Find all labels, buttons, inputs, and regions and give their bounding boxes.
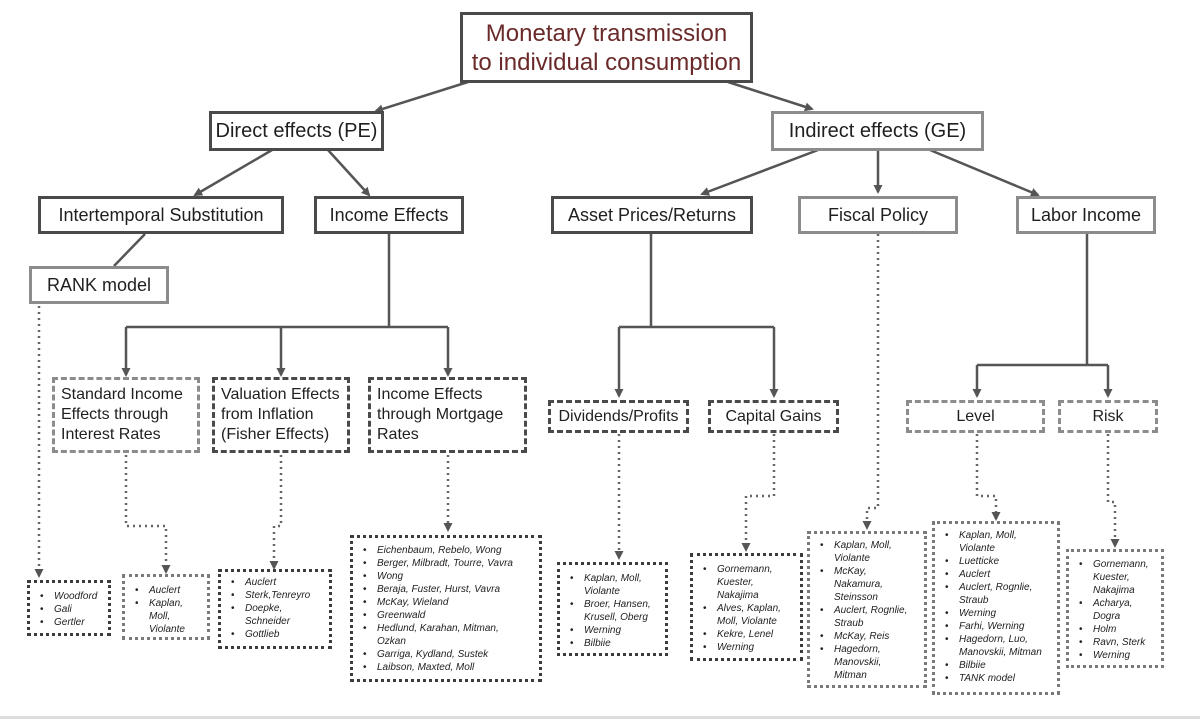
reference-item: Werning <box>1073 649 1155 662</box>
reference-item: Acharya, Dogra <box>1073 597 1155 623</box>
refs-rank-model: WoodfordGaliGertler <box>27 580 111 636</box>
reference-item: Wong <box>357 570 533 583</box>
reference-item: Werning <box>697 641 794 654</box>
refs-valuation-effects: AuclertSterk,TenreyroDoepke, SchneiderGo… <box>218 569 332 649</box>
node-level: Level <box>906 400 1045 433</box>
refs-dividends-profits: Kaplan, Moll, ViolanteBroer, Hansen, Kru… <box>557 562 668 656</box>
reference-item: Kekre, Lenel <box>697 628 794 641</box>
reference-item: Sterk,Tenreyro <box>225 589 323 602</box>
reference-item: Kaplan, Moll, Violante <box>939 529 1051 555</box>
reference-item: Gertler <box>34 616 102 629</box>
reference-item: Laibson, Maxted, Moll <box>357 661 533 674</box>
reference-item: Gottlieb <box>225 628 323 641</box>
reference-item: Garriga, Kydland, Sustek <box>357 648 533 661</box>
refs-fiscal-policy: Kaplan, Moll, ViolanteMcKay, Nakamura, S… <box>807 531 927 688</box>
reference-item: Doepke, Schneider <box>225 602 323 628</box>
refs-standard-income: AuclertKaplan, Moll, Violante <box>122 574 210 640</box>
node-income-effects: Income Effects <box>314 196 464 234</box>
reference-item: Kaplan, Moll, Violante <box>814 539 918 565</box>
reference-item: Auclert <box>939 568 1051 581</box>
node-valuation-effects: Valuation Effects from Inflation (Fisher… <box>212 377 350 453</box>
reference-item: Bilbiie <box>939 659 1051 672</box>
reference-item: Kaplan, Moll, Violante <box>129 597 201 636</box>
reference-item: Ravn, Sterk <box>1073 636 1155 649</box>
reference-item: Hedlund, Karahan, Mitman, Ozkan <box>357 622 533 648</box>
reference-item: Auclert, Rognlie, Straub <box>939 581 1051 607</box>
reference-item: TANK model <box>939 672 1051 685</box>
reference-item: McKay, Wieland <box>357 596 533 609</box>
node-direct-effects: Direct effects (PE) <box>209 111 384 151</box>
reference-item: Gornemann, Kuester, Nakajima <box>1073 558 1155 597</box>
reference-item: Luetticke <box>939 555 1051 568</box>
refs-labor-income-level: Kaplan, Moll, ViolanteLuettickeAuclertAu… <box>932 521 1060 695</box>
reference-item: Broer, Hansen, Krusell, Oberg <box>564 598 659 624</box>
reference-item: Greenwald <box>357 609 533 622</box>
reference-item: Gali <box>34 603 102 616</box>
refs-capital-gains: Gornemann, Kuester, NakajimaAlves, Kapla… <box>690 553 803 661</box>
reference-item: Hagedorn, Luo, Manovskii, Mitman <box>939 633 1051 659</box>
reference-item: Eichenbaum, Rebelo, Wong <box>357 544 533 557</box>
reference-item: Alves, Kaplan, Moll, Violante <box>697 602 794 628</box>
reference-item: McKay, Reis <box>814 630 918 643</box>
reference-item: Auclert <box>225 576 323 589</box>
reference-item: Beraja, Fuster, Hurst, Vavra <box>357 583 533 596</box>
reference-item: Woodford <box>34 590 102 603</box>
reference-item: Gornemann, Kuester, Nakajima <box>697 563 794 602</box>
node-indirect-effects: Indirect effects (GE) <box>771 111 984 151</box>
refs-mortgage-rates: Eichenbaum, Rebelo, WongBerger, Milbradt… <box>350 535 542 682</box>
reference-item: Berger, Milbradt, Tourre, Vavra <box>357 557 533 570</box>
node-asset-prices-returns: Asset Prices/Returns <box>551 196 753 234</box>
reference-item: Werning <box>939 607 1051 620</box>
node-fiscal-policy: Fiscal Policy <box>798 196 958 234</box>
node-capital-gains: Capital Gains <box>708 400 839 433</box>
node-standard-income-effects: Standard Income Effects through Interest… <box>52 377 200 453</box>
reference-item: Hagedorn, Manovskii, Mitman <box>814 643 918 682</box>
reference-item: Werning <box>564 624 659 637</box>
reference-item: Holm <box>1073 623 1155 636</box>
reference-item: Auclert <box>129 584 201 597</box>
reference-item: Farhi, Werning <box>939 620 1051 633</box>
node-intertemporal-substitution: Intertemporal Substitution <box>38 196 284 234</box>
node-labor-income: Labor Income <box>1016 196 1156 234</box>
node-dividends-profits: Dividends/Profits <box>548 400 689 433</box>
reference-item: Bilbiie <box>564 637 659 650</box>
reference-item: McKay, Nakamura, Steinsson <box>814 565 918 604</box>
diagram-title: Monetary transmission to individual cons… <box>460 12 753 83</box>
refs-labor-income-risk: Gornemann, Kuester, NakajimaAcharya, Dog… <box>1066 549 1164 668</box>
node-mortgage-rate-effects: Income Effects through Mortgage Rates <box>368 377 527 453</box>
bottom-border <box>0 716 1200 719</box>
reference-item: Auclert, Rognlie, Straub <box>814 604 918 630</box>
node-risk: Risk <box>1058 400 1158 433</box>
reference-item: Kaplan, Moll, Violante <box>564 572 659 598</box>
node-rank-model: RANK model <box>29 266 169 304</box>
